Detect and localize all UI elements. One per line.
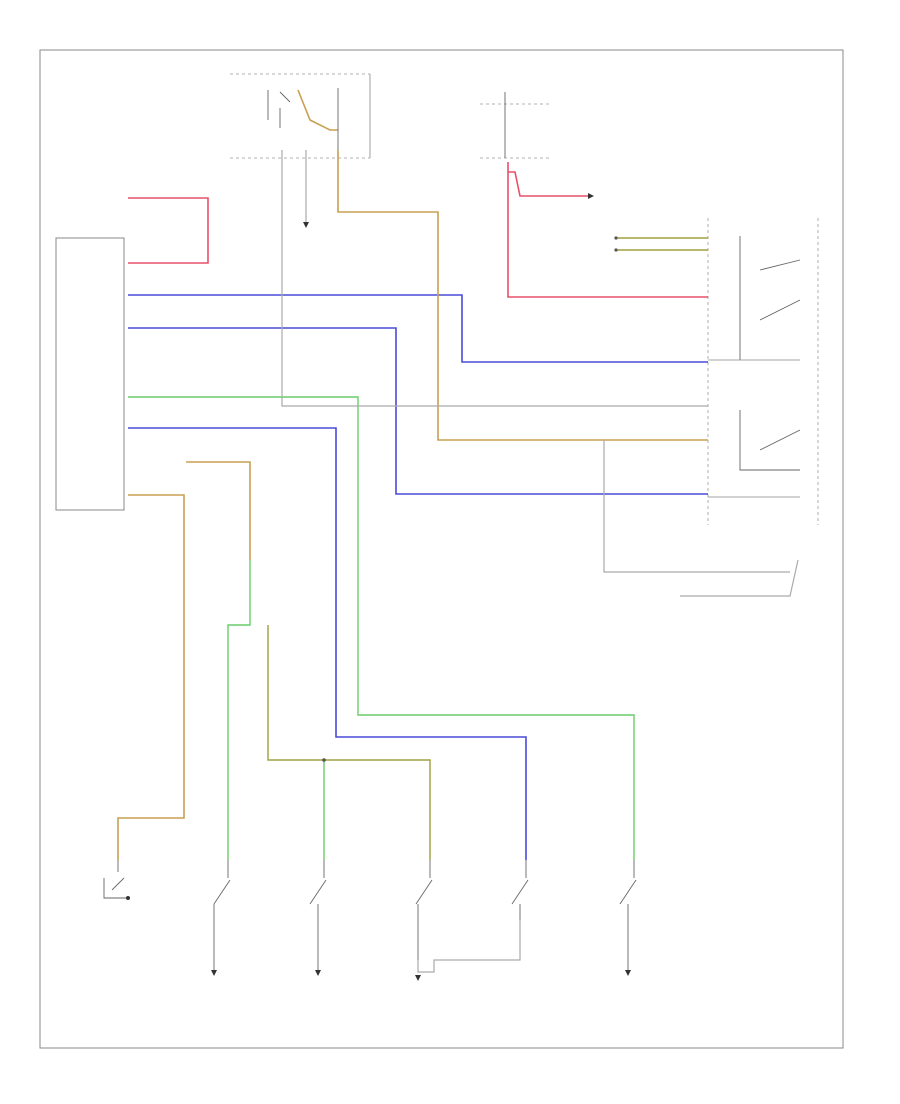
- wire-blue-2: [128, 327, 708, 495]
- wire-red-branch: [508, 171, 588, 197]
- wire-gray-4: [417, 920, 521, 973]
- wire-green-1: [128, 396, 635, 860]
- wire-red-power: [507, 162, 708, 298]
- switch-1: [103, 860, 130, 900]
- wire-blue-3: [128, 427, 527, 860]
- wire-gray-2: [603, 440, 790, 573]
- control-module: [55, 237, 125, 511]
- fuse-box-right: [480, 92, 550, 159]
- fuse-box-top: [230, 73, 371, 159]
- diagram-border: [39, 49, 844, 1049]
- wire-tan-1: [337, 150, 708, 441]
- switch-6: [619, 860, 637, 976]
- switch-3: [309, 860, 327, 976]
- wire-gray-1: [281, 150, 708, 407]
- arrow-right-icon: [588, 193, 594, 199]
- switch-5: [511, 860, 529, 920]
- wire-green-2: [227, 560, 251, 860]
- switch-2: [211, 860, 231, 976]
- ground-arrow-icon: [303, 222, 309, 228]
- wire-tan-3: [186, 461, 251, 560]
- wire-red-module-loop: [128, 197, 209, 264]
- switch-4: [415, 860, 433, 981]
- wire-gray-3: [680, 559, 799, 597]
- wire-olive: [267, 625, 431, 860]
- wire-tan-2: [117, 494, 185, 860]
- wire-blue-1: [128, 294, 708, 363]
- relay-block: [707, 218, 819, 525]
